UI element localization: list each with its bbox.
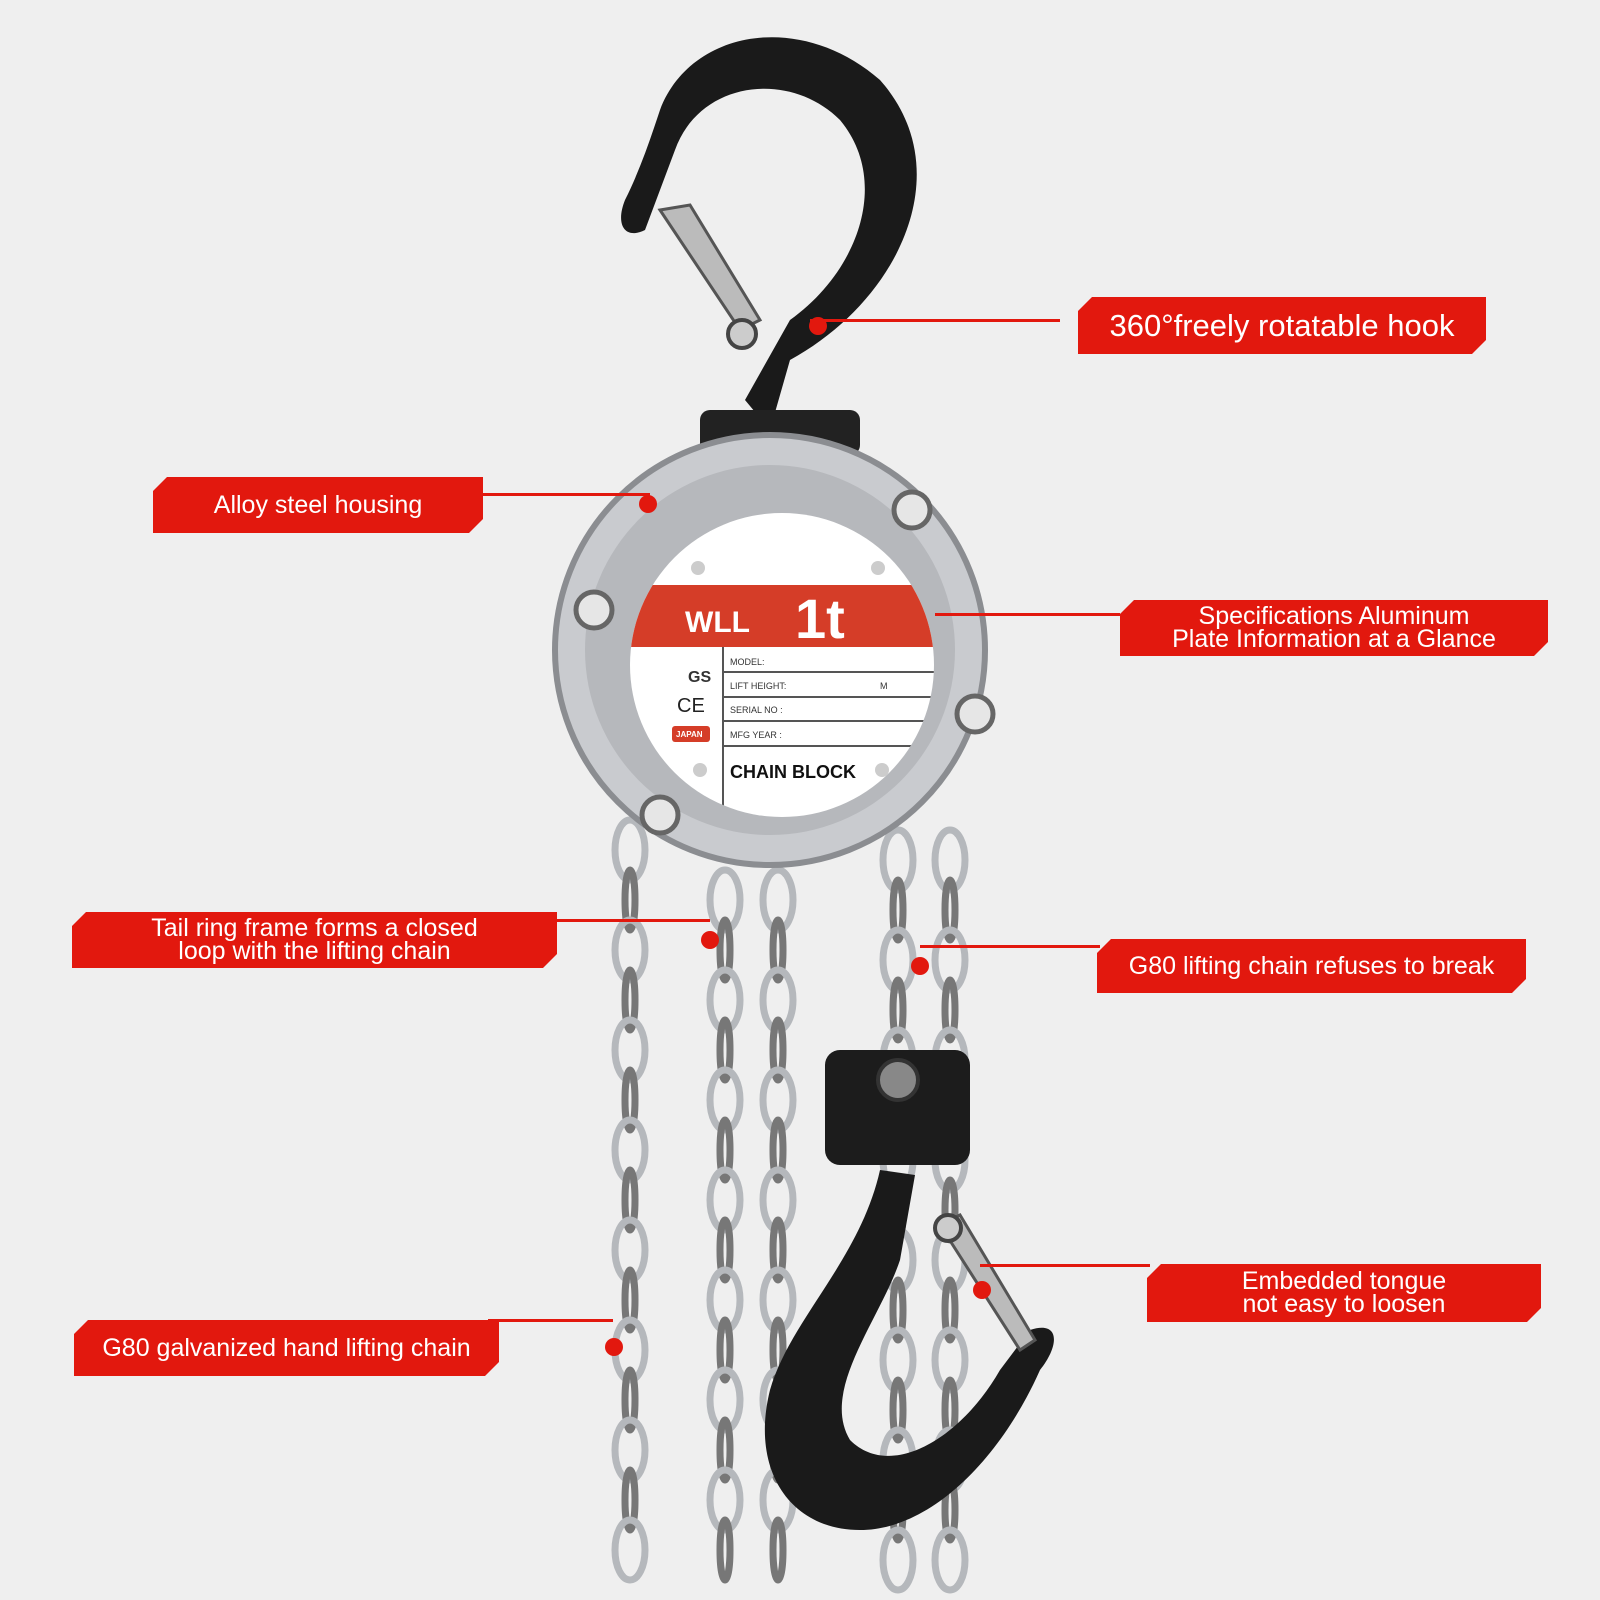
housing-dot — [639, 495, 657, 513]
callout-hand-chain: G80 galvanized hand lifting chain — [74, 1320, 499, 1376]
chain-link — [931, 1526, 969, 1594]
hook-dot — [809, 317, 827, 335]
capacity: 1t — [795, 587, 845, 650]
gs-mark: GS — [688, 669, 711, 686]
field-serial: SERIAL NO : — [730, 705, 783, 715]
chain-link — [706, 1466, 744, 1534]
hand-chain-leader — [488, 1319, 613, 1322]
chain-link — [621, 866, 639, 934]
chain-link — [941, 876, 959, 944]
bottom-hook — [764, 1170, 1054, 1530]
tail-ring-leader — [545, 919, 710, 922]
chain-link — [759, 966, 797, 1034]
chain-link — [621, 966, 639, 1034]
field-lift-height: LIFT HEIGHT: — [730, 681, 786, 691]
ce-mark: CE — [677, 695, 705, 717]
chain-link — [611, 1016, 649, 1084]
chain-link — [611, 1116, 649, 1184]
chain-link — [889, 876, 907, 944]
hook-leader — [810, 319, 1060, 322]
callout-housing-text: Alloy steel housing — [213, 490, 423, 519]
callout-hook: 360°freely rotatable hook — [1078, 297, 1486, 354]
chain-link — [759, 1066, 797, 1134]
chain-link — [931, 1326, 969, 1394]
chain-link — [621, 1166, 639, 1234]
lifting-chain-dot — [911, 957, 929, 975]
tail-ring-dot — [701, 931, 719, 949]
chain-link — [769, 916, 787, 984]
chain-link — [769, 1016, 787, 1084]
chain-link — [611, 1216, 649, 1284]
top-hook-latch — [657, 203, 763, 332]
field-model: MODEL: — [730, 657, 765, 667]
chain-link — [889, 1276, 907, 1344]
chain-link — [769, 1516, 787, 1584]
chain-link — [621, 1066, 639, 1134]
chain-link — [621, 1366, 639, 1434]
callout-tongue-line2: not easy to loosen — [1242, 1290, 1446, 1318]
callout-lifting-chain-text: G80 lifting chain refuses to break — [1128, 951, 1495, 980]
chain-link — [759, 1266, 797, 1334]
callout-lifting-chain: G80 lifting chain refuses to break — [1097, 939, 1526, 993]
chain-link — [706, 1366, 744, 1434]
plate-leader — [935, 613, 1120, 616]
chain-link — [716, 1316, 734, 1384]
chain-link — [769, 1116, 787, 1184]
chain-link — [706, 1166, 744, 1234]
chain-link — [611, 1516, 649, 1584]
chain-link — [716, 1016, 734, 1084]
chain-link — [941, 976, 959, 1044]
product-name: CHAIN BLOCK — [730, 762, 856, 782]
lifting-chain-leader — [920, 945, 1100, 948]
callout-tail-ring-line1: Tail ring frame forms a closed — [151, 914, 478, 942]
chain-link — [889, 976, 907, 1044]
spec-plate — [630, 513, 934, 817]
chain-link — [879, 1326, 917, 1394]
tongue-dot — [973, 1281, 991, 1299]
chain-link — [706, 966, 744, 1034]
chain-link — [716, 1416, 734, 1484]
chain-link — [621, 1266, 639, 1334]
housing-leader — [470, 493, 650, 496]
chain-link — [931, 826, 969, 894]
chain-link — [889, 1376, 907, 1444]
chain-link — [716, 1516, 734, 1584]
callout-hand-chain-text: G80 galvanized hand lifting chain — [102, 1333, 471, 1362]
chain-link — [759, 866, 797, 934]
callout-housing: Alloy steel housing — [153, 477, 483, 533]
callout-plate-line1: Specifications Aluminum — [1198, 602, 1470, 630]
callout-hook-text: 360°freely rotatable hook — [1109, 308, 1455, 343]
chain-link — [716, 1116, 734, 1184]
tongue-leader — [980, 1264, 1150, 1267]
chain-link — [706, 1066, 744, 1134]
chain-link — [621, 1466, 639, 1534]
callout-tail-ring-line2: loop with the lifting chain — [178, 937, 451, 965]
chain-link — [931, 926, 969, 994]
callout-plate-line2: Plate Information at a Glance — [1172, 625, 1496, 653]
chain-link — [706, 1266, 744, 1334]
chain-link — [879, 826, 917, 894]
field-mfg-year: MFG YEAR : — [730, 730, 782, 740]
top-hook — [621, 37, 917, 431]
chain-link — [716, 1216, 734, 1284]
chain-link — [611, 1416, 649, 1484]
lift-height-unit: M — [880, 681, 888, 691]
japan-mark: JAPAN — [676, 730, 703, 739]
chain-link — [716, 916, 734, 984]
chain-link — [706, 866, 744, 934]
chain-link — [879, 1526, 917, 1594]
bottom-block — [825, 1050, 970, 1165]
chain-link — [759, 1166, 797, 1234]
chain-link — [611, 816, 649, 884]
callout-tongue-line1: Embedded tongue — [1241, 1267, 1447, 1295]
wll-label: WLL — [685, 606, 750, 639]
chain-link — [941, 1276, 959, 1344]
chain-link — [769, 1216, 787, 1284]
hand-chain-dot — [605, 1338, 623, 1356]
